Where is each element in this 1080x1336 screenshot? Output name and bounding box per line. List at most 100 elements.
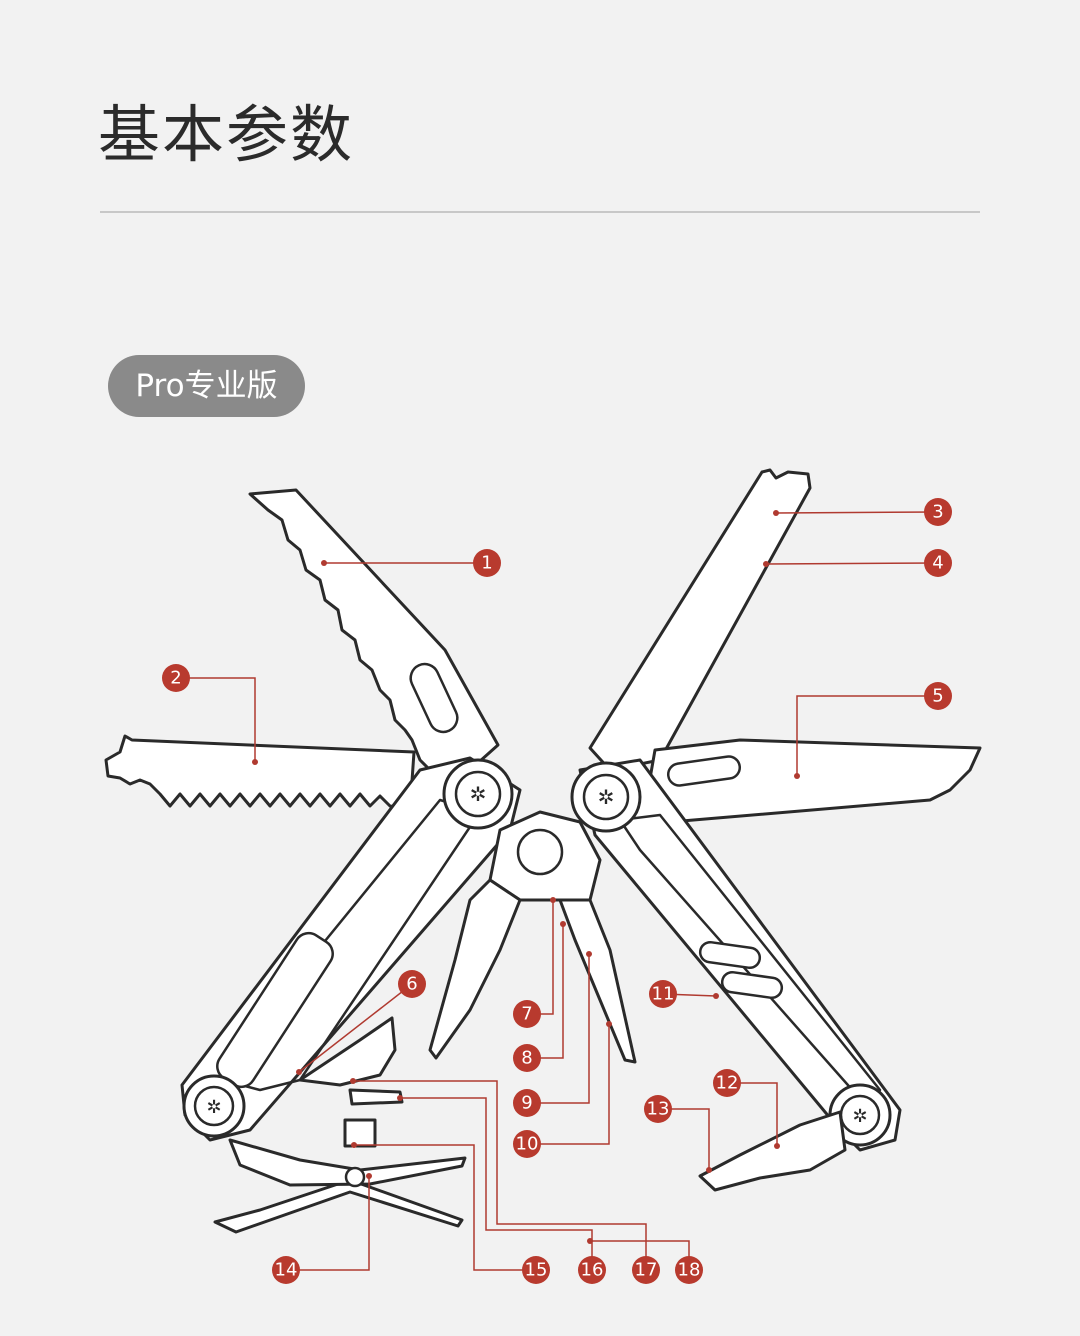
callout-badge-circle bbox=[649, 980, 677, 1008]
callout-badge-7[interactable]: 7 bbox=[513, 1000, 541, 1028]
callout-dot-18 bbox=[587, 1238, 593, 1244]
callout-badge-3[interactable]: 3 bbox=[924, 498, 952, 526]
callout-badge-6[interactable]: 6 bbox=[398, 970, 426, 998]
callout-dot-14 bbox=[366, 1173, 372, 1179]
callout-leader-2 bbox=[176, 677, 256, 762]
callout-badge-15[interactable]: 15 bbox=[522, 1256, 550, 1284]
callout-badge-circle bbox=[713, 1069, 741, 1097]
callout-leader-8 bbox=[527, 924, 564, 1059]
scissors-upper-blade bbox=[228, 1138, 467, 1187]
callout-dot-5 bbox=[794, 773, 800, 779]
scissors-pivot bbox=[344, 1166, 366, 1188]
callout-number: 4 bbox=[932, 553, 943, 574]
callout-number: 13 bbox=[647, 1099, 670, 1120]
callout-dot-11 bbox=[713, 993, 719, 999]
callout-badge-circle bbox=[644, 1095, 672, 1123]
callout-badge-circle bbox=[398, 970, 426, 998]
callout-badge-circle bbox=[522, 1256, 550, 1284]
callout-leader-9 bbox=[527, 954, 590, 1104]
callout-dot-9 bbox=[586, 951, 592, 957]
multitool-illustration: ✲ ✲ ✲ ✲ bbox=[104, 468, 982, 1234]
callout-number: 8 bbox=[521, 1048, 532, 1069]
callout-dot-13 bbox=[706, 1167, 712, 1173]
bit-driver bbox=[698, 1110, 847, 1192]
callout-number: 17 bbox=[635, 1260, 658, 1281]
callout-badge-12[interactable]: 12 bbox=[713, 1069, 741, 1097]
callout-badge-circle bbox=[272, 1256, 300, 1284]
callout-leader-14 bbox=[286, 1176, 370, 1271]
callout-badge-10[interactable]: 10 bbox=[513, 1130, 541, 1158]
callout-dot-17 bbox=[350, 1078, 356, 1084]
callout-badge-13[interactable]: 13 bbox=[644, 1095, 672, 1123]
callout-leader-3 bbox=[775, 511, 939, 514]
callout-leader-13 bbox=[658, 1108, 710, 1170]
callout-badge-5[interactable]: 5 bbox=[924, 682, 952, 710]
callout-badge-9[interactable]: 9 bbox=[513, 1089, 541, 1117]
callout-dot-15 bbox=[351, 1142, 357, 1148]
callout-badge-4[interactable]: 4 bbox=[924, 549, 952, 577]
callout-dot-7 bbox=[550, 897, 556, 903]
callout-number: 11 bbox=[652, 984, 675, 1005]
callout-dot-4 bbox=[763, 561, 769, 567]
callout-leader-12 bbox=[727, 1082, 778, 1146]
callout-dot-12 bbox=[774, 1143, 780, 1149]
callout-dot-8 bbox=[560, 921, 566, 927]
handle-vent-1 bbox=[698, 940, 762, 970]
callout-badge-2[interactable]: 2 bbox=[162, 664, 190, 692]
callout-leader-5 bbox=[796, 695, 938, 776]
handle-vent-2 bbox=[720, 970, 784, 1000]
lower-left-pivot-screw bbox=[193, 1085, 235, 1127]
callout-badge-circle bbox=[924, 682, 952, 710]
callout-leader-7 bbox=[527, 900, 554, 1015]
callout-badge-14[interactable]: 14 bbox=[272, 1256, 300, 1284]
callout-badge-circle bbox=[513, 1089, 541, 1117]
pliers-jaw-left bbox=[428, 878, 522, 1060]
callout-number: 7 bbox=[521, 1004, 532, 1025]
callout-number: 9 bbox=[521, 1093, 532, 1114]
callout-number: 18 bbox=[678, 1260, 701, 1281]
callout-badge-18[interactable]: 18 bbox=[675, 1256, 703, 1284]
callout-dot-2 bbox=[252, 759, 258, 765]
saw-blade bbox=[104, 734, 416, 812]
callout-number: 15 bbox=[525, 1260, 548, 1281]
callout-badge-11[interactable]: 11 bbox=[649, 980, 677, 1008]
callout-number: 3 bbox=[932, 502, 943, 523]
left-pivot-screw bbox=[454, 770, 502, 818]
callout-leader-6 bbox=[298, 983, 413, 1073]
callout-dot-1 bbox=[321, 560, 327, 566]
ruler-blade bbox=[588, 468, 812, 772]
callout-leader-4 bbox=[765, 562, 939, 565]
callout-leader-16 bbox=[400, 1097, 593, 1270]
callout-leader-10 bbox=[527, 1024, 610, 1145]
callout-leader-17 bbox=[353, 1080, 647, 1270]
right-pivot-screw bbox=[582, 773, 630, 821]
callout-dot-3 bbox=[773, 510, 779, 516]
callout-number: 10 bbox=[516, 1134, 539, 1155]
left-pivot-star-icon: ✲ bbox=[470, 782, 487, 806]
file-tool bbox=[348, 1088, 404, 1106]
callout-number: 1 bbox=[481, 553, 492, 574]
knife-thumb-hole bbox=[409, 662, 459, 734]
title-divider bbox=[100, 211, 980, 213]
callout-dot-10 bbox=[606, 1021, 612, 1027]
callout-badge-16[interactable]: 16 bbox=[578, 1256, 606, 1284]
callout-badge-1[interactable]: 1 bbox=[473, 549, 501, 577]
callout-badge-circle bbox=[924, 549, 952, 577]
lower-right-pivot-star-icon: ✲ bbox=[852, 1106, 867, 1127]
wire-cutter-hook bbox=[298, 1016, 397, 1087]
callout-badge-circle bbox=[578, 1256, 606, 1284]
callout-badge-circle bbox=[675, 1256, 703, 1284]
callout-badge-circle bbox=[513, 1000, 541, 1028]
callout-number: 14 bbox=[275, 1260, 298, 1281]
callout-badge-circle bbox=[924, 498, 952, 526]
callout-badge-circle bbox=[632, 1256, 660, 1284]
scissors-lower-blade bbox=[213, 1178, 464, 1234]
version-tag[interactable]: Pro专业版 bbox=[108, 355, 305, 417]
callout-badge-17[interactable]: 17 bbox=[632, 1256, 660, 1284]
page-title: 基本参数 bbox=[98, 98, 355, 171]
callout-badge-8[interactable]: 8 bbox=[513, 1044, 541, 1072]
callout-number: 12 bbox=[716, 1073, 739, 1094]
pliers-pivot-hole bbox=[516, 828, 564, 876]
